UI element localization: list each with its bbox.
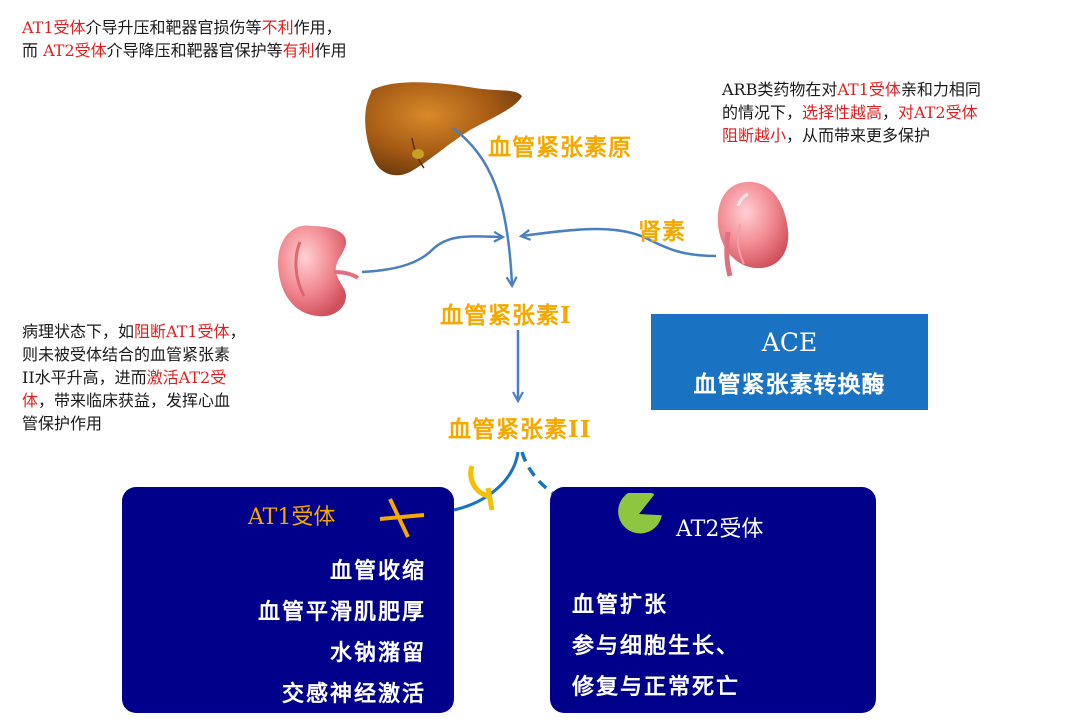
note-text: 则未被受体结合的血管紧张素 xyxy=(22,345,231,364)
angiotensinogen-label: 血管紧张素原 xyxy=(488,134,632,161)
note-text: ，带来临床获益，发挥心血 xyxy=(38,391,231,410)
note-text: 的情况下， xyxy=(722,103,803,122)
note-line: AT1受体介导升压和靶器官损伤等不利作用， xyxy=(22,16,347,39)
highlighted-text: 对AT2受体 xyxy=(898,103,978,122)
note-text: II水平升高，进而 xyxy=(22,368,147,387)
highlighted-text: 阻断AT1受体 xyxy=(134,322,230,341)
highlighted-text: AT1受体 xyxy=(22,18,86,37)
at1-effect: 血管平滑肌肥厚 xyxy=(257,599,426,625)
at2-effect: 修复与正常死亡 xyxy=(572,674,741,700)
note-line: 病理状态下，如阻断AT1受体， xyxy=(22,320,246,343)
note-line: 而 AT2受体介导降压和靶器官保护等有利作用 xyxy=(22,39,347,62)
ace-abbr: ACE xyxy=(761,328,818,357)
left-note: 病理状态下，如阻断AT1受体， 则未被受体结合的血管紧张素 II水平升高，进而激… xyxy=(22,320,246,435)
note-text: 作用 xyxy=(314,41,347,60)
at2-receptor-box: AT2受体 血管扩张 参与细胞生长、 修复与正常死亡 xyxy=(550,487,876,713)
note-text: 介导降压和靶器官保护等 xyxy=(106,41,283,60)
angiotensin-2-label: 血管紧张素II xyxy=(448,416,592,443)
note-text: ， xyxy=(882,103,899,122)
note-text: ，从而带来更多保护 xyxy=(786,126,931,145)
highlighted-text: AT1受体 xyxy=(837,80,901,99)
highlighted-text: 体 xyxy=(22,391,39,410)
highlighted-text: 激活AT2受 xyxy=(146,368,227,387)
at1-receptor-box: AT1受体 血管收缩 血管平滑肌肥厚 水钠潴留 交感神经激活 xyxy=(122,487,454,713)
note-text: 而 xyxy=(22,41,44,60)
liver-icon xyxy=(365,82,522,176)
blocked-x-icon xyxy=(379,498,425,538)
highlighted-text: 阻断越小 xyxy=(722,126,787,145)
ace-box: ACE 血管紧张素转换酶 xyxy=(651,314,928,410)
highlighted-text: 选择性越高 xyxy=(802,103,883,122)
angiotensin-1-label: 血管紧张素I xyxy=(440,302,572,329)
kidney-icon xyxy=(717,181,789,277)
at1-effect: 血管收缩 xyxy=(329,558,426,584)
note-text: 作用， xyxy=(293,18,342,37)
note-line: ARB类药物在对AT1受体亲和力相同 xyxy=(722,78,981,101)
note-line: 阻断越小，从而带来更多保护 xyxy=(722,124,981,147)
at2-title: AT2受体 xyxy=(676,517,764,542)
at1-effect: 交感神经激活 xyxy=(281,681,426,707)
at2-effect: 血管扩张 xyxy=(572,592,669,618)
highlighted-text: AT2受体 xyxy=(43,41,107,60)
renin-label: 肾素 xyxy=(638,218,686,245)
note-text: 亲和力相同 xyxy=(900,80,981,99)
at2-effect: 参与细胞生长、 xyxy=(572,633,741,659)
note-line: II水平升高，进而激活AT2受 xyxy=(22,366,246,389)
highlighted-text: 不利 xyxy=(261,18,294,37)
receptor-pacman-icon xyxy=(618,493,662,534)
note-line: 管保护作用 xyxy=(22,412,246,435)
note-line: 的情况下，选择性越高，对AT2受体 xyxy=(722,101,981,124)
top-right-note: ARB类药物在对AT1受体亲和力相同 的情况下，选择性越高，对AT2受体 阻断越… xyxy=(722,78,981,147)
highlighted-text: 有利 xyxy=(282,41,315,60)
note-line: 体，带来临床获益，发挥心血 xyxy=(22,389,246,412)
kidney-icon xyxy=(278,225,360,317)
note-text: ARB类药物在对 xyxy=(722,80,838,99)
note-line: 则未被受体结合的血管紧张素 xyxy=(22,343,246,366)
note-text: ， xyxy=(229,322,246,341)
receptor-blocked-icon xyxy=(468,465,495,511)
top-left-note: AT1受体介导升压和靶器官损伤等不利作用， 而 AT2受体介导降压和靶器官保护等… xyxy=(22,16,347,62)
note-text: 管保护作用 xyxy=(22,414,103,433)
note-text: 介导升压和靶器官损伤等 xyxy=(85,18,262,37)
at1-effect: 水钠潴留 xyxy=(329,640,426,666)
at1-title: AT1受体 xyxy=(248,505,336,530)
ace-name: 血管紧张素转换酶 xyxy=(693,371,886,398)
note-text: 病理状态下，如 xyxy=(22,322,135,341)
